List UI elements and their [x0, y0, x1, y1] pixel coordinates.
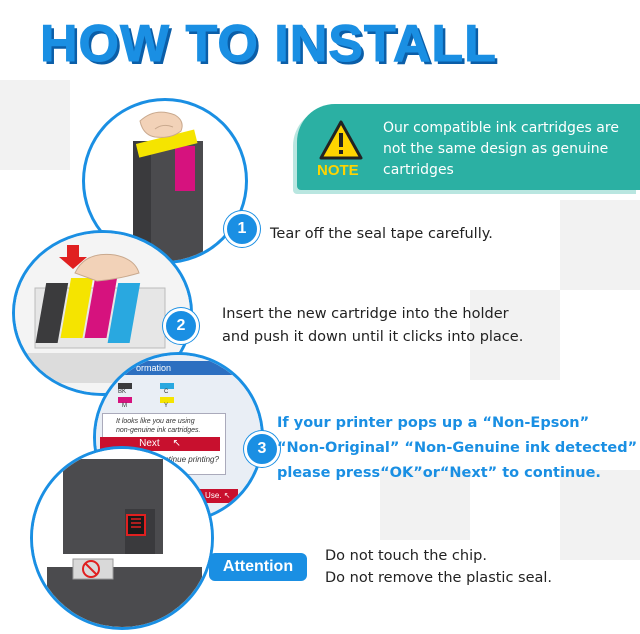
dialog-message: It looks like you are using non-genuine … [116, 417, 226, 435]
note-banner: NOTE Our compatible ink cartridges are n… [297, 104, 640, 190]
attention-line: Do not remove the plastic seal. [325, 570, 553, 586]
page-title: HOW TO INSTALL [40, 15, 497, 73]
background-tile [560, 200, 640, 290]
step-badge: 1 [224, 211, 260, 247]
attention-text: Do not touch the chip. Do not remove the… [325, 545, 552, 589]
ink-level-y [160, 397, 174, 403]
step-2-text: Insert the new cartridge into the holder… [222, 303, 523, 349]
step-3-text: If your printer pops up a “Non-Epson” “N… [277, 411, 637, 486]
dialog-message-line: It looks like you are using [116, 418, 195, 425]
note-line: Our compatible ink cartridges are [383, 120, 619, 136]
dialog-header: ormation [116, 361, 246, 375]
ink-label: M [122, 403, 127, 409]
step-badge: 2 [163, 308, 199, 344]
attention-badge: Attention [209, 553, 307, 581]
chip-illustration [30, 446, 214, 630]
cartridge-chip-illustration [33, 449, 211, 627]
arrow-icon: ↖ [223, 491, 231, 500]
ink-level-c [160, 383, 174, 389]
ink-label: Y [164, 403, 169, 409]
step-text-line: please press“OK”or“Next” to continue. [277, 465, 601, 481]
ink-label: C [164, 389, 169, 395]
step-text-line: Tear off the seal tape carefully. [270, 226, 493, 242]
attention-line: Do not touch the chip. [325, 548, 487, 564]
note-label: NOTE [317, 162, 359, 179]
ink-level-bk [118, 383, 132, 389]
dialog-message-line: non-genuine ink cartridges. [116, 427, 201, 434]
dialog-question: Continue printing? [154, 455, 219, 464]
step-badge: 3 [244, 431, 280, 467]
step-text-line: Insert the new cartridge into the holder [222, 306, 509, 322]
step-text-line: If your printer pops up a “Non-Epson” [277, 415, 590, 431]
arrow-icon: ↖ [172, 438, 181, 449]
ink-level-m [118, 397, 132, 403]
note-line: not the same design as genuine [383, 141, 609, 157]
warning-icon [319, 120, 363, 160]
note-line: cartridges [383, 162, 454, 178]
ink-label: BK [118, 389, 127, 395]
yes-button-label: Yes, Use. [187, 491, 222, 500]
background-tile [470, 290, 560, 380]
step-text-line: and push it down until it clicks into pl… [222, 329, 524, 345]
next-button-label: Next [139, 438, 160, 449]
step-1-text: Tear off the seal tape carefully. [270, 223, 493, 246]
step-text-line: “Non-Original” “Non-Genuine ink detected… [277, 440, 638, 456]
background-tile [0, 80, 70, 170]
background-tile [560, 470, 640, 560]
background-tile [380, 470, 470, 540]
step-1-illustration [82, 98, 248, 264]
note-text: Our compatible ink cartridges are not th… [383, 118, 633, 181]
